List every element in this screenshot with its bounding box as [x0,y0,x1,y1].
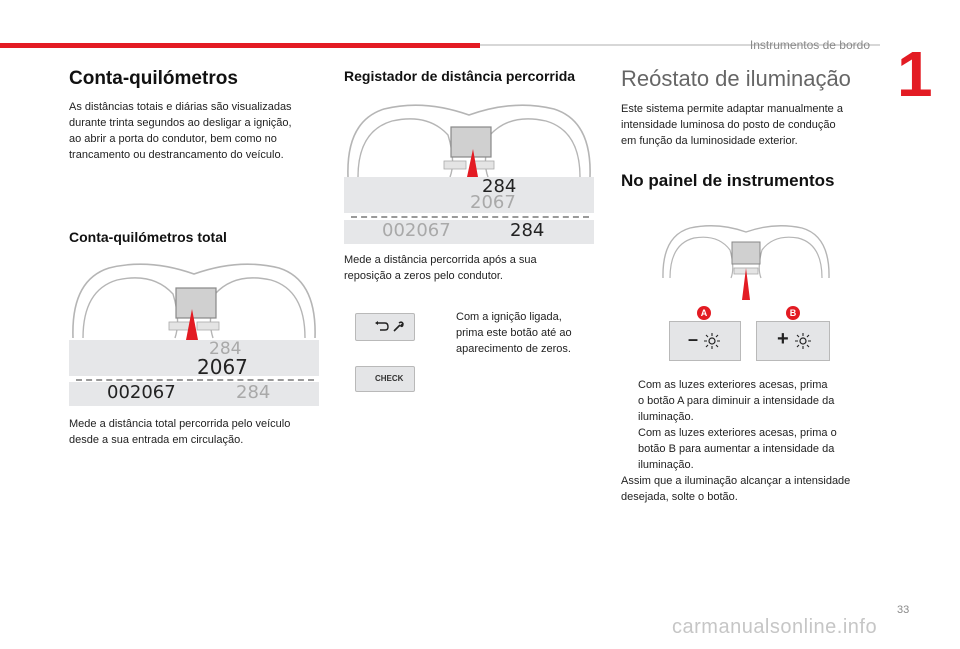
header-red-rule [0,43,480,48]
button-b-brighten-illustration: + [756,321,830,361]
display-divider-2 [351,216,589,218]
dimmer-title: Reóstato de iluminação [621,66,851,91]
dimmer-outro: Assim que a iluminação alcançar a intens… [621,475,851,503]
trip-display-upper: 284 2067 [344,176,594,213]
total-reading-upper: 2067 [197,355,248,379]
dimmer-instruction-a: Com as luzes exteriores acesas, prima o … [638,379,835,423]
label-b-badge: B [786,306,800,320]
check-label: CHECK [375,374,404,383]
trip-recorder-caption: Mede a distância percorrida após a sua r… [344,254,537,282]
button-a-dim-illustration: – [669,321,741,361]
display-divider [76,379,314,381]
trip-reading-upper-2: 284 [482,176,517,197]
trip-display-lower: 002067 284 [344,220,594,244]
trip-reading-lower-2: 284 [510,220,545,241]
plus-sign: + [777,328,789,350]
instrument-cluster-illustration-2 [347,104,591,177]
pointer-arrow [467,149,478,177]
chapter-number: 1 [897,38,933,110]
minus-sign: – [688,329,699,349]
total-odometer-caption: Mede a distância total percorrida pelo v… [69,418,291,446]
reset-wrench-icon [375,321,404,332]
section-title: Instrumentos de bordo [749,38,870,52]
total-reading-lower: 002067 [107,382,176,403]
reset-instruction: Com a ignição ligada, prima este botão a… [456,311,572,355]
total-reading-upper-2: 2067 [470,192,516,213]
instrument-cluster-illustration [72,263,316,340]
trip-reading-upper: 284 [209,339,242,359]
watermark: carmanualsonline.info [672,616,878,638]
sun-icon [795,333,811,349]
pointer-arrow [186,309,198,340]
header-gray-rule [480,44,880,46]
odometer-display-lower: 002067 284 [69,382,319,406]
dimmer-intro: Este sistema permite adaptar manualmente… [621,103,843,147]
total-odometer-subtitle: Conta-quilómetros total [69,229,227,245]
label-a-badge: A [697,306,711,320]
dimmer-cluster-illustration [662,225,830,300]
total-reading-lower-2: 002067 [382,220,451,241]
pointer-arrow [742,268,750,300]
odometer-intro: As distâncias totais e diárias são visua… [69,101,292,161]
odometer-title: Conta-quilómetros [69,68,238,89]
odometer-display-upper: 284 2067 [69,339,319,379]
trip-reading-lower: 284 [236,382,271,403]
reset-button-illustration [355,313,415,341]
dimmer-instruction-b: Com as luzes exteriores acesas, prima o … [638,427,837,471]
check-button-illustration: CHECK [355,366,415,392]
trip-recorder-title: Registador de distância percorrida [344,68,576,84]
sun-icon [704,333,720,349]
page-number: 33 [897,604,910,616]
instrument-panel-subtitle: No painel de instrumentos [621,171,835,190]
